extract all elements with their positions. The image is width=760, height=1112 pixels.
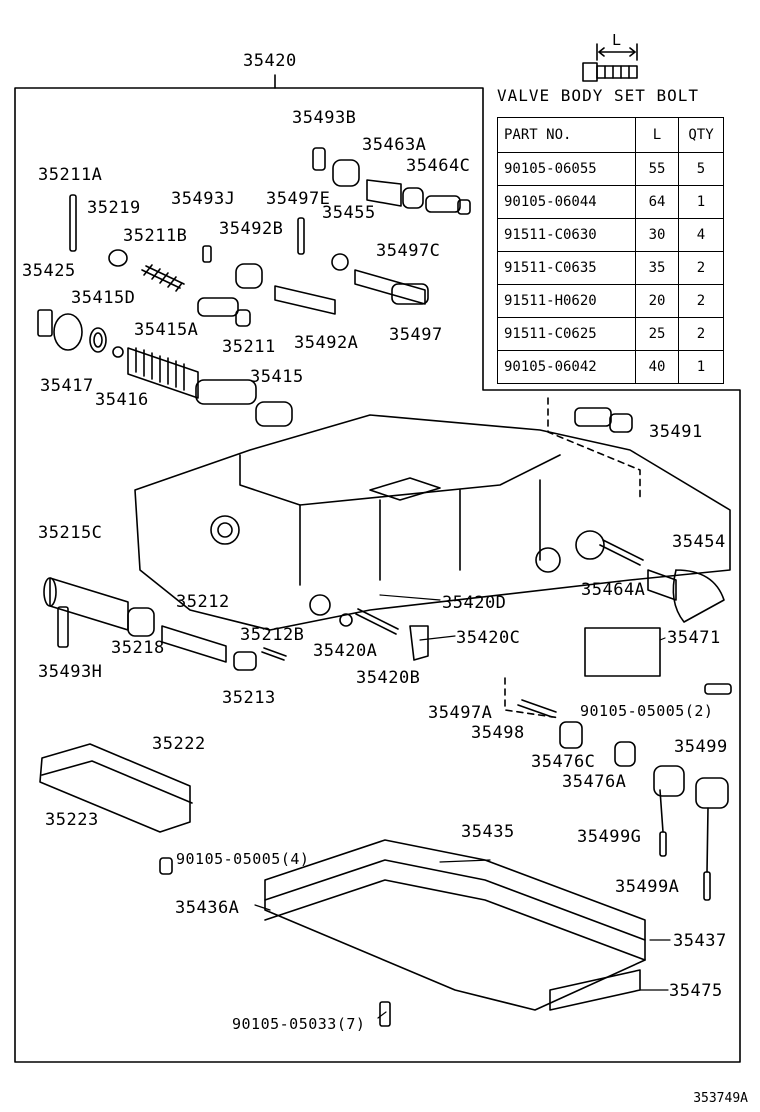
cell-qty: 2	[678, 317, 724, 351]
part-label-90105-05005-4: 90105-05005(4)	[176, 850, 310, 868]
cell-part-no: 91511-C0625	[497, 317, 636, 351]
part-label-90105-05005-2: 90105-05005(2)	[580, 702, 714, 720]
part-label-35492B: 35492B	[219, 219, 284, 239]
part-label-35497: 35497	[389, 325, 443, 345]
part-label-35491: 35491	[649, 422, 703, 442]
part-label-35499G: 35499G	[577, 827, 642, 847]
part-label-35420B: 35420B	[356, 668, 421, 688]
part-label-35212B: 35212B	[240, 625, 305, 645]
part-label-35417: 35417	[40, 376, 94, 396]
part-label-35435: 35435	[461, 822, 515, 842]
part-label-35420A: 35420A	[313, 641, 378, 661]
part-label-35493B: 35493B	[292, 108, 357, 128]
header-l: L	[635, 117, 679, 153]
cell-qty: 5	[678, 152, 724, 186]
part-label-35416: 35416	[95, 390, 149, 410]
figure-code: 353749A	[693, 1091, 748, 1106]
cell-part-no: 91511-C0630	[497, 218, 636, 252]
part-label-35464A: 35464A	[581, 580, 646, 600]
part-label-35498: 35498	[471, 723, 525, 743]
lower-left-parts	[39, 577, 429, 833]
part-label-35493H: 35493H	[38, 662, 103, 682]
part-label-35499A: 35499A	[615, 877, 680, 897]
right-parts	[504, 397, 732, 901]
part-label-35476A: 35476A	[562, 772, 627, 792]
part-label-35415A: 35415A	[134, 320, 199, 340]
part-label-35218: 35218	[111, 638, 165, 658]
cell-qty: 4	[678, 218, 724, 252]
cell-part-no: 90105-06055	[497, 152, 636, 186]
part-label-35211A: 35211A	[38, 165, 103, 185]
part-label-35420C: 35420C	[456, 628, 521, 648]
part-label-35497C: 35497C	[376, 241, 441, 261]
part-label-35219: 35219	[87, 198, 141, 218]
part-label-35471: 35471	[667, 628, 721, 648]
part-label-35497E: 35497E	[266, 189, 331, 209]
part-label-35437: 35437	[673, 931, 727, 951]
bolt-dimension-label: L	[612, 31, 622, 49]
part-label-35476C: 35476C	[531, 752, 596, 772]
part-label-35499: 35499	[674, 737, 728, 757]
header-qty: QTY	[678, 117, 724, 153]
cell-part-no: 91511-C0635	[497, 251, 636, 285]
cell-l: 20	[635, 284, 679, 318]
part-label-35415: 35415	[250, 367, 304, 387]
bolt-table-title: VALVE BODY SET BOLT	[497, 86, 700, 105]
bolt-table-header-row: PART NO. L QTY	[497, 117, 724, 153]
cell-qty: 1	[678, 185, 724, 219]
part-label-35211B: 35211B	[123, 226, 188, 246]
upper-parts	[37, 147, 471, 427]
part-label-35454: 35454	[672, 532, 726, 552]
part-label-35436A: 35436A	[175, 898, 240, 918]
cell-qty: 2	[678, 251, 724, 285]
separator-plates	[159, 839, 646, 1027]
part-label-35475: 35475	[669, 981, 723, 1001]
assembly-label: 35420	[243, 51, 297, 71]
cell-l: 55	[635, 152, 679, 186]
part-label-35415D: 35415D	[71, 288, 136, 308]
part-label-35420D: 35420D	[442, 593, 507, 613]
part-label-35425: 35425	[22, 261, 76, 281]
part-label-35213: 35213	[222, 688, 276, 708]
part-label-35493J: 35493J	[171, 189, 236, 209]
part-label-35492A: 35492A	[294, 333, 359, 353]
leader-lines	[254, 594, 671, 1019]
part-label-35463A: 35463A	[362, 135, 427, 155]
part-label-35211: 35211	[222, 337, 276, 357]
cell-part-no: 90105-06042	[497, 350, 636, 384]
part-label-35223: 35223	[45, 810, 99, 830]
part-label-35455: 35455	[322, 203, 376, 223]
part-label-35222: 35222	[152, 734, 206, 754]
cell-qty: 1	[678, 350, 724, 384]
part-label-35464C: 35464C	[406, 156, 471, 176]
assembly-frame	[14, 74, 741, 1063]
cell-part-no: 90105-06044	[497, 185, 636, 219]
cell-part-no: 91511-H0620	[497, 284, 636, 318]
part-label-35497A: 35497A	[428, 703, 493, 723]
cell-l: 30	[635, 218, 679, 252]
valve-body	[134, 414, 731, 631]
cell-l: 40	[635, 350, 679, 384]
cell-l: 35	[635, 251, 679, 285]
header-part-no: PART NO.	[497, 117, 636, 153]
part-label-90105-05033-7: 90105-05033(7)	[232, 1015, 366, 1033]
cell-qty: 2	[678, 284, 724, 318]
bolt-icon	[582, 43, 638, 82]
part-label-35212: 35212	[176, 592, 230, 612]
cell-l: 64	[635, 185, 679, 219]
part-label-35215C: 35215C	[38, 523, 103, 543]
cell-l: 25	[635, 317, 679, 351]
